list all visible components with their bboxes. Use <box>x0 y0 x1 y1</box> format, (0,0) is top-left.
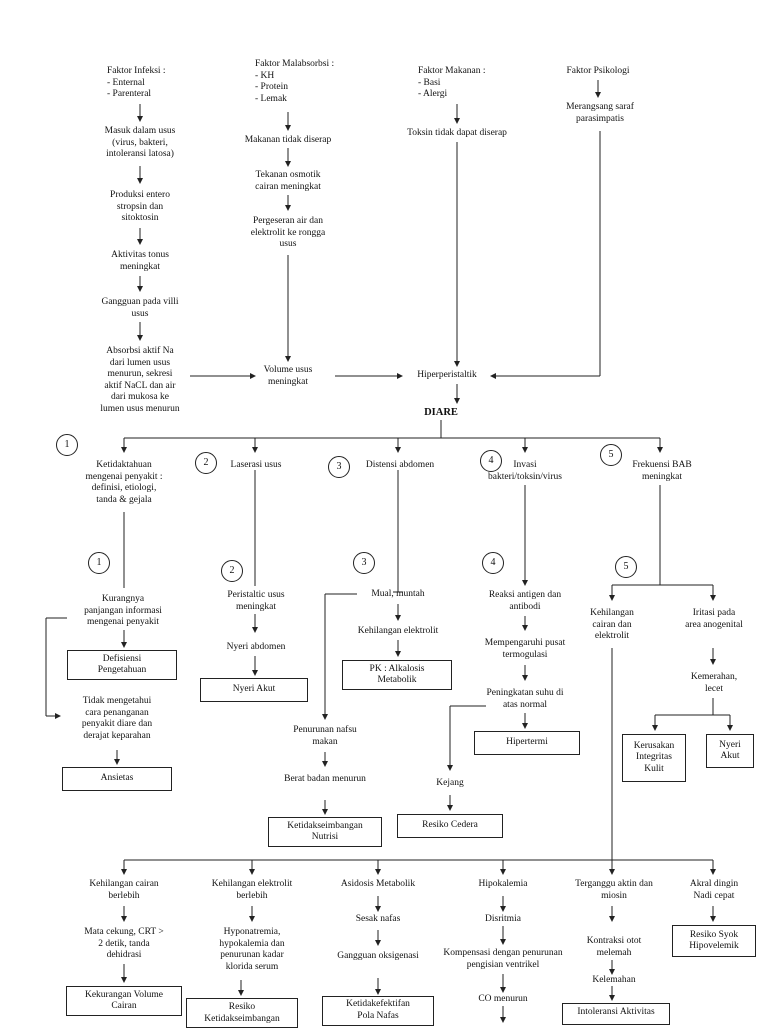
circle-4: 4 <box>480 450 502 472</box>
makanan-tidak-diserap-node: Makanan tidak diserap <box>244 135 332 145</box>
factor-malabsorbsi: Faktor Malabsorbsi : - KH - Protein - Le… <box>255 59 335 104</box>
resiko-ketidakseimbangan-box: Resiko Ketidakseimbangan <box>186 998 298 1028</box>
bottom-c3-mid1: Sesak nafas <box>355 914 401 924</box>
circle-5-lower: 5 <box>615 556 637 578</box>
aktivitas-tonus-node: Aktivitas tonus meningkat <box>111 250 169 272</box>
bottom-c1-mid: Mata cekung, CRT > 2 detik, tanda dehidr… <box>84 927 164 960</box>
kurangnya-node: Kurangnya panjangan informasi mengenai p… <box>84 594 162 627</box>
volume-usus-node: Volume usus meningkat <box>263 365 313 387</box>
branch-2-heading: Laserasi usus <box>230 460 282 470</box>
hipertermi-box: Hipertermi <box>474 731 580 755</box>
bottom-c2-head: Kehilangan elektrolit berlebih <box>211 879 293 901</box>
kehilangan-elektrolit-node: Kehilangan elektrolit <box>357 626 439 636</box>
bottom-c3-mid2: Gangguan oksigenasi <box>337 951 419 961</box>
circle-5: 5 <box>600 444 622 466</box>
bottom-c4-head: Hipokalemia <box>478 879 528 889</box>
branch-3-heading: Distensi abdomen <box>365 460 435 470</box>
bottom-c5-head: Terganggu aktin dan miosin <box>575 879 653 901</box>
bottom-c5-mid2: Kelemahan <box>592 975 636 985</box>
circle-3-lower: 3 <box>353 552 375 574</box>
ansietas-box: Ansietas <box>62 767 172 791</box>
pola-nafas-box: Ketidakefektifan Pola Nafas <box>322 996 434 1026</box>
defisiensi-box: Defisiensi Pengetahuan <box>67 650 177 680</box>
pk-alkalosis-box: PK : Alkalosis Metabolik <box>342 660 452 690</box>
kemerahan-node: Kemerahan, lecet <box>690 672 738 694</box>
mempengaruhi-node: Mempengaruhi pusat termogulasi <box>484 638 566 660</box>
resiko-cedera-box: Resiko Cedera <box>397 814 503 838</box>
nyeri-abdomen-node: Nyeri abdomen <box>226 642 286 652</box>
circle-3: 3 <box>328 456 350 478</box>
bottom-c6-head: Akral dingin Nadi cepat <box>689 879 739 901</box>
pergeseran-node: Pergeseran air dan elektrolit ke rongga … <box>250 216 326 249</box>
tidak-mengetahui-node: Tidak mengetahui cara penanganan penyaki… <box>81 696 153 741</box>
kekurangan-volume-box: Kekurangan Volume Cairan <box>66 986 182 1016</box>
gangguan-villi-node: Gangguan pada villi usus <box>101 297 179 319</box>
kejang-node: Kejang <box>436 778 464 788</box>
bottom-c4-mid2: Kompensasi dengan penurunan pengisian ve… <box>443 948 563 970</box>
bottom-c4-mid1: Disritmia <box>485 914 521 924</box>
kerusakan-box: Kerusakan Integritas Kulit <box>622 734 686 782</box>
intoleransi-aktivitas-box: Intoleransi Aktivitas <box>562 1003 670 1025</box>
bottom-c3-head: Asidosis Metabolik <box>340 879 416 889</box>
mual-node: Mual, muntah <box>371 589 425 599</box>
bottom-c5-mid1: Kontraksi otot melemah <box>586 936 642 958</box>
tekanan-osmotik-node: Tekanan osmotik cairan meningkat <box>255 170 321 192</box>
berat-badan-node: Berat badan menurun <box>284 774 366 784</box>
factor-psikologi: Faktor Psikologi <box>566 66 630 76</box>
peningkatan-suhu-node: Peningkatan suhu di atas normal <box>486 688 564 710</box>
nyeri-akut-b5-box: Nyeri Akut <box>706 734 754 768</box>
circle-1: 1 <box>56 434 78 456</box>
branch-4-heading: Invasi bakteri/toksin/virus <box>488 460 562 482</box>
bottom-c1-head: Kehilangan cairan berlebih <box>89 879 159 901</box>
circle-4-lower: 4 <box>482 552 504 574</box>
diare-node: DIARE <box>424 407 458 418</box>
circle-2: 2 <box>195 452 217 474</box>
penurunan-nafsu-node: Penurunan nafsu makan <box>293 725 357 747</box>
reaksi-node: Reaksi antigen dan antibodi <box>488 590 562 612</box>
masuk-usus-node: Masuk dalam usus (virus, bakteri, intole… <box>104 126 176 159</box>
kehilangan-cairan-node: Kehilangan cairan dan elektrolit <box>590 608 634 641</box>
hiperperistaltik-node: Hiperperistaltik <box>417 370 477 380</box>
resiko-syok-box: Resiko Syok Hipovelemik <box>672 925 756 957</box>
factor-infeksi: Faktor Infeksi : - Enternal - Parenteral <box>107 66 166 99</box>
bottom-c2-mid: Hyponatremia, hypokalemia dan penurunan … <box>219 927 285 972</box>
produksi-node: Produksi entero stropsin dan sitoktosin <box>110 190 170 223</box>
iritasi-node: Iritasi pada area anogenital <box>685 608 743 630</box>
branch-1-heading: Ketidaktahuan mengenai penyakit : defini… <box>85 460 163 505</box>
toksin-node: Toksin tidak dapat diserap <box>407 128 507 138</box>
branch-5-heading: Frekuensi BAB meningkat <box>632 460 692 482</box>
circle-1-lower: 1 <box>88 552 110 574</box>
absorbsi-node: Absorbsi aktif Na dari lumen usus menuru… <box>100 346 180 414</box>
merangsang-node: Merangsang saraf parasimpatis <box>566 102 634 124</box>
bottom-c4-mid3: CO menurun <box>478 994 528 1004</box>
nyeri-akut-box: Nyeri Akut <box>200 678 308 702</box>
factor-makanan: Faktor Makanan : - Basi - Alergi <box>418 66 486 99</box>
nutrisi-box: Ketidakseimbangan Nutrisi <box>268 817 382 847</box>
peristaltic-node: Peristaltic usus meningkat <box>227 590 285 612</box>
circle-2-lower: 2 <box>221 560 243 582</box>
